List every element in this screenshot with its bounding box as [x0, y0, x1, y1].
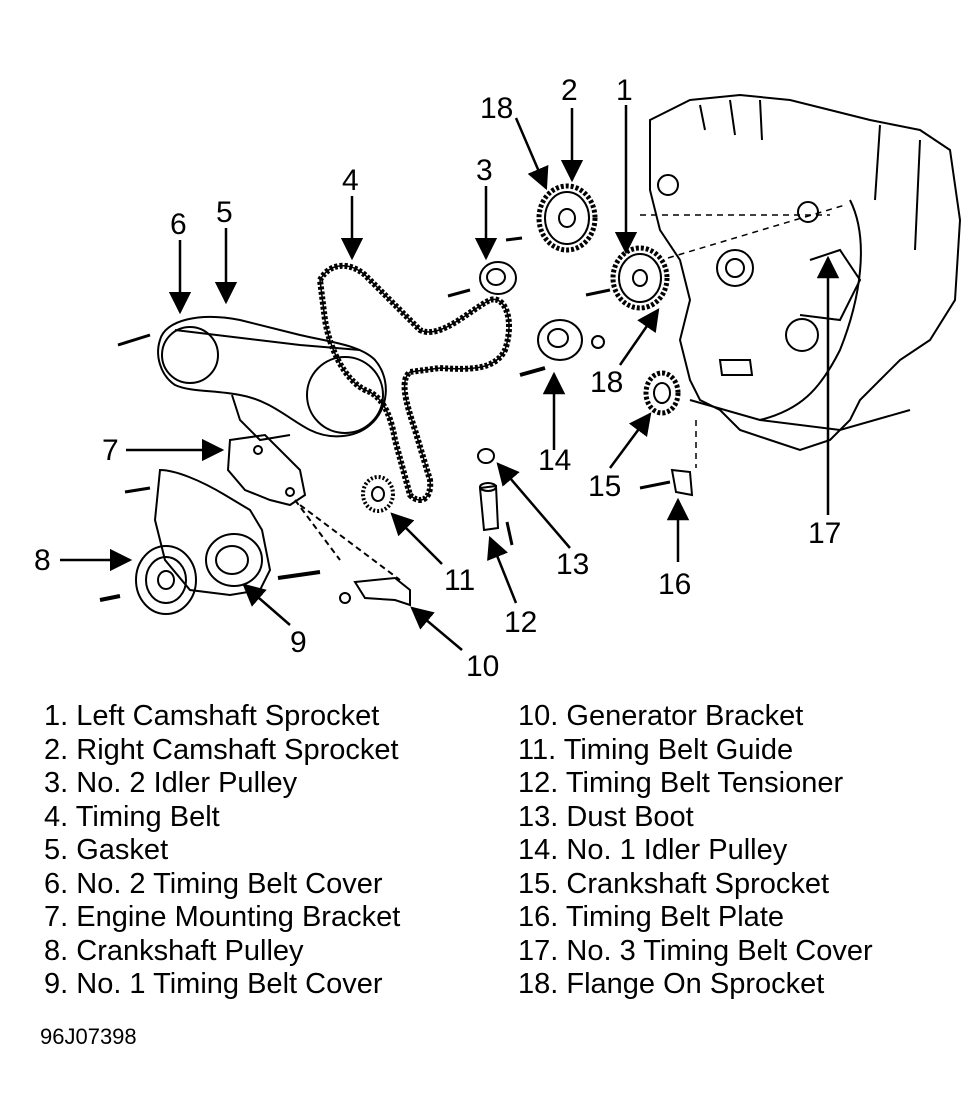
legend-item-17: 17. No. 3 Timing Belt Cover: [518, 934, 873, 967]
callout-13: 13: [556, 548, 589, 581]
timing-belt-tensioner: [478, 482, 514, 546]
timing-belt-covers: [153, 316, 387, 597]
callout-11: 11: [444, 564, 475, 597]
legend-item-5: 5. Gasket: [44, 834, 169, 866]
callout-18-top: 18: [480, 92, 513, 125]
callout-labels: 1 2 3 4 5 6 7 8 9 10 11 12 13 14 15 16 1…: [34, 74, 841, 683]
exploded-timing-belt-diagram: 1 2 3 4 5 6 7 8 9 10 11 12 13 14 15 16 1…: [34, 74, 962, 683]
crankshaft-sprocket: [643, 370, 681, 416]
legend-item-2: 2. Right Camshaft Sprocket: [44, 733, 399, 766]
no3-timing-belt-cover: [759, 199, 862, 421]
callout-14: 14: [538, 444, 571, 477]
legend-item-9: 9. No. 1 Timing Belt Cover: [44, 968, 383, 1000]
callout-2: 2: [561, 74, 578, 107]
legend-item-16: 16. Timing Belt Plate: [518, 901, 784, 933]
legend-item-18: 18. Flange On Sprocket: [518, 968, 825, 1000]
dust-boot: [477, 448, 495, 464]
legend-item-15: 15. Crankshaft Sprocket: [518, 867, 830, 900]
no2-idler-pulley: [447, 236, 523, 298]
legend-item-1: 1. Left Camshaft Sprocket: [44, 700, 380, 732]
legend-item-10: 10. Generator Bracket: [518, 700, 804, 732]
timing-belt-plate: [639, 468, 694, 497]
crankshaft-pulley: [99, 545, 197, 615]
legend-item-14: 14. No. 1 Idler Pulley: [518, 834, 788, 866]
callout-1: 1: [616, 74, 633, 107]
callout-15: 15: [588, 470, 621, 503]
legend-item-3: 3. No. 2 Idler Pulley: [44, 767, 298, 799]
callout-7: 7: [102, 434, 119, 467]
callout-18-bottom: 18: [590, 366, 623, 399]
no1-idler-pulley: [519, 319, 605, 377]
left-camshaft-sprocket: [585, 245, 670, 311]
legend-right-column: 10. Generator Bracket 11. Timing Belt Gu…: [518, 700, 873, 1002]
callout-6: 6: [170, 208, 187, 241]
generator-bracket: [339, 576, 411, 607]
timing-belt-guide: [361, 475, 395, 513]
right-camshaft-sprocket: [536, 183, 598, 253]
callout-10: 10: [466, 650, 499, 683]
callout-5: 5: [216, 196, 233, 229]
callout-12: 12: [504, 606, 537, 639]
callout-8: 8: [34, 544, 51, 577]
callout-4: 4: [342, 164, 359, 197]
figure-id: 96J07398: [40, 1024, 137, 1049]
engine-mounting-bracket: [226, 433, 401, 581]
legend-item-13: 13. Dust Boot: [518, 800, 694, 833]
legend-item-7: 7. Engine Mounting Bracket: [44, 901, 401, 933]
callout-arrows: [60, 105, 846, 651]
legend-item-6: 6. No. 2 Timing Belt Cover: [44, 867, 383, 900]
no1-cover-pulley: [205, 533, 321, 587]
legend-item-11: 11. Timing Belt Guide: [518, 733, 794, 766]
callout-9: 9: [290, 626, 307, 659]
callout-3: 3: [476, 154, 493, 187]
callout-17: 17: [808, 517, 841, 550]
legend-item-8: 8. Crankshaft Pulley: [44, 934, 304, 967]
timing-belt: [316, 262, 512, 503]
legend-left-column: 1. Left Camshaft Sprocket 2. Right Camsh…: [44, 700, 400, 1002]
callout-16: 16: [658, 568, 691, 601]
legend-item-4: 4. Timing Belt: [44, 800, 220, 833]
legend-item-12: 12. Timing Belt Tensioner: [518, 767, 844, 799]
engine-block: [649, 93, 962, 452]
bolts: [117, 333, 151, 494]
